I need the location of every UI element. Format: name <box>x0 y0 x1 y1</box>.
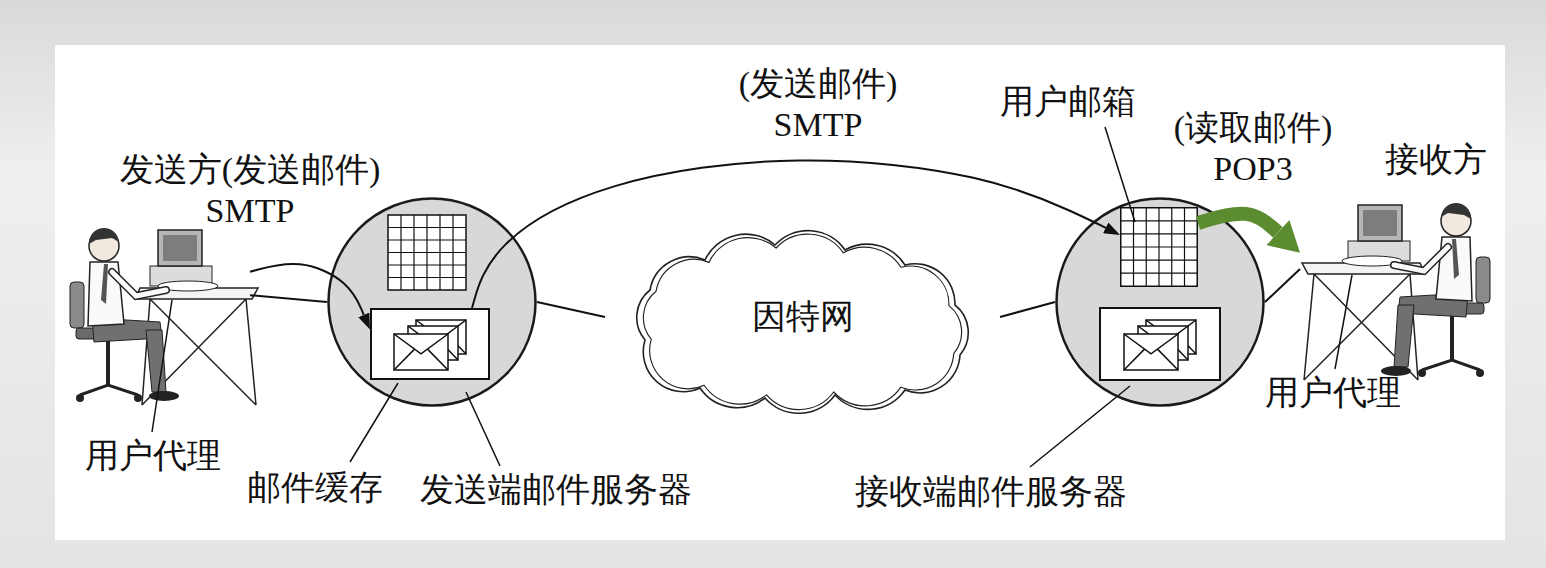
edge-label: (读取邮件) POP3 <box>1143 108 1363 190</box>
node-label: 用户邮箱 <box>1000 82 1136 123</box>
mailbox-grid-line <box>1121 220 1198 221</box>
node-label: 接收方 <box>1385 140 1487 181</box>
sender-person-illustration <box>70 228 258 405</box>
leader-line <box>1335 275 1352 369</box>
mail-cache-box <box>1100 308 1220 380</box>
panel <box>55 45 1505 540</box>
mailbox-grid-line <box>388 239 466 240</box>
mailbox-grid-line <box>388 227 466 228</box>
leader-line <box>1030 386 1130 467</box>
cloud-inner-outline <box>643 234 961 409</box>
node-label: 邮件缓存 <box>247 468 383 509</box>
mailbox-grid-line <box>1121 259 1198 260</box>
connector <box>537 302 605 317</box>
connector <box>1000 302 1055 317</box>
envelope-stack <box>372 310 488 378</box>
envelope-icon <box>1124 334 1178 370</box>
node-label: 接收端邮件服务器 <box>855 472 1127 513</box>
node-label: 用户代理 <box>85 436 221 477</box>
leader-line <box>350 383 398 462</box>
mailbox-grid-frame <box>388 215 466 290</box>
receiver-person-illustration <box>1302 203 1490 380</box>
internet-cloud: 因特网 <box>605 222 1000 412</box>
server-circle <box>329 199 536 406</box>
mailbox-grid-line <box>388 277 466 278</box>
edge-label: (发送邮件) SMTP <box>708 64 928 146</box>
leader-line <box>466 392 500 466</box>
mail-server: 接收端邮件服务器用户邮箱 <box>1055 197 1265 407</box>
mail-cache-box: 邮件缓存 <box>370 308 490 380</box>
leader-line <box>152 300 172 432</box>
envelope-flap <box>1124 334 1178 370</box>
user-agent: 接收方用户代理 <box>1300 188 1500 350</box>
node-label: 因特网 <box>752 297 854 338</box>
connector <box>1265 269 1300 302</box>
mailbox-grid-line <box>388 252 466 253</box>
mailbox-grid-frame <box>1121 208 1198 287</box>
mailbox-grid-line <box>388 264 466 265</box>
envelope-flap <box>394 334 448 370</box>
edge-label: 发送方(发送邮件) SMTP <box>95 150 405 232</box>
mailbox-grid-line <box>1121 233 1198 234</box>
server-circle <box>1057 199 1264 406</box>
node-label: 发送端邮件服务器 <box>420 470 692 511</box>
envelope-icon <box>394 334 448 370</box>
mailbox-grid-line <box>1121 246 1198 247</box>
cloud-outline <box>637 231 969 414</box>
node-label: 用户代理 <box>1265 373 1401 414</box>
mailbox-grid-line <box>1121 273 1198 274</box>
user-mailbox: 用户邮箱 <box>1120 207 1198 287</box>
connector <box>250 295 327 302</box>
grid-outline <box>1120 207 1198 287</box>
